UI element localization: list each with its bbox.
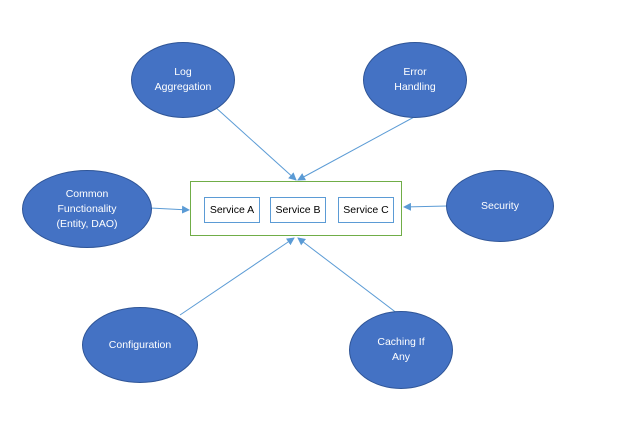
service-b-box: Service B bbox=[270, 197, 326, 223]
log-aggregation-label: Log Aggregation bbox=[154, 66, 212, 93]
common-functionality-label: Common Functionality (Entity, DAO) bbox=[56, 187, 118, 230]
service-b-label: Service B bbox=[275, 204, 321, 216]
services-container: Service A Service B Service C bbox=[190, 181, 402, 236]
configuration-label: Configuration bbox=[108, 338, 172, 351]
arrow-configuration bbox=[179, 237, 295, 316]
service-a-label: Service A bbox=[209, 204, 255, 216]
arrow-caching bbox=[297, 237, 403, 318]
error-handling-node: Error Handling bbox=[363, 42, 467, 118]
caching-label: Caching If Any bbox=[377, 336, 425, 363]
service-a-box: Service A bbox=[204, 197, 260, 223]
log-aggregation-node: Log Aggregation bbox=[131, 42, 235, 118]
common-functionality-node: Common Functionality (Entity, DAO) bbox=[22, 170, 152, 248]
configuration-node: Configuration bbox=[82, 307, 198, 383]
service-c-label: Service C bbox=[343, 204, 389, 216]
security-node: Security bbox=[446, 170, 554, 242]
caching-node: Caching If Any bbox=[349, 311, 453, 389]
security-label: Security bbox=[481, 199, 519, 212]
error-handling-label: Error Handling bbox=[394, 66, 436, 93]
arrow-error-handling bbox=[297, 115, 417, 181]
arrow-common-functionality bbox=[149, 205, 190, 214]
arrow-log-aggregation bbox=[213, 105, 297, 181]
service-c-box: Service C bbox=[338, 197, 394, 223]
arrow-security bbox=[403, 202, 448, 211]
